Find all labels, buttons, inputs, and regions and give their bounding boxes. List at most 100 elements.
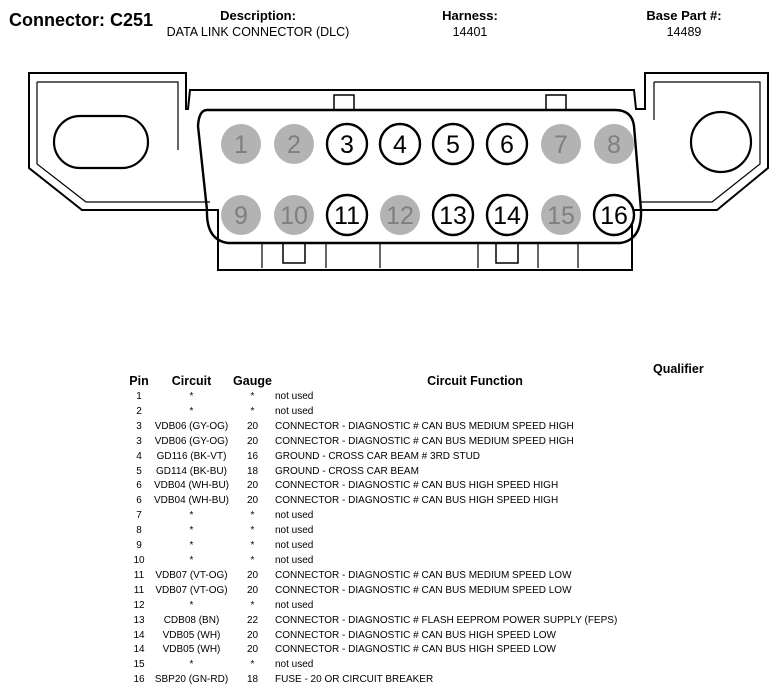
- gauge-cell: *: [250, 659, 255, 671]
- function-cell: CONNECTOR - DIAGNOSTIC # CAN BUS HIGH SP…: [275, 629, 556, 641]
- function-cell: not used: [275, 554, 314, 566]
- pin-number: 14: [493, 202, 521, 230]
- pin-circle: [431, 122, 475, 166]
- pin-circle: [541, 195, 581, 235]
- gauge-cell: 22: [246, 614, 259, 626]
- pin-circle: [594, 124, 634, 164]
- pin-cell: 2: [136, 405, 142, 417]
- table-row: 1**not used: [125, 390, 675, 405]
- function-cell: FUSE - 20 OR CIRCUIT BREAKER: [275, 674, 434, 686]
- pin-circle: [274, 195, 314, 235]
- table-row: 7**not used: [125, 509, 675, 524]
- pin-11: 11: [325, 193, 369, 237]
- pin-10: 10: [274, 195, 314, 235]
- pin-number: 3: [340, 131, 354, 159]
- harness-block: Harness: 14401: [420, 8, 520, 39]
- pin-cell: 14: [133, 629, 145, 641]
- pin-circle: [378, 122, 422, 166]
- base-part-block: Base Part #: 14489: [624, 8, 744, 39]
- gauge-cell: *: [250, 391, 255, 402]
- gauge-cell: *: [250, 540, 255, 552]
- gauge-cell: *: [250, 554, 255, 566]
- function-cell: not used: [275, 599, 314, 611]
- pin-6: 6: [485, 122, 529, 166]
- gauge-cell: 20: [246, 644, 259, 656]
- pin-number: 11: [334, 202, 360, 230]
- circuit-cell: *: [189, 540, 194, 552]
- gauge-cell: 20: [246, 569, 259, 581]
- circuit-cell: VDB04 (WH-BU): [153, 495, 229, 507]
- pin-4: 4: [378, 122, 422, 166]
- pin-cell: 10: [133, 554, 145, 566]
- pin-circle: [485, 122, 529, 166]
- table-row: 15 * * not used: [125, 658, 675, 673]
- gauge-cell: 18: [246, 674, 259, 686]
- circuit-cell: CDB08 (BN): [163, 614, 220, 626]
- circuit-cell: GD114 (BK-BU): [156, 465, 227, 477]
- harness-value: 14401: [452, 25, 488, 39]
- pin-cell: 11: [133, 584, 145, 596]
- function-cell: CONNECTOR - DIAGNOSTIC # CAN BUS MEDIUM …: [275, 435, 574, 447]
- gauge-cell: 20: [246, 435, 259, 447]
- circuit-cell: VDB07 (VT-OG): [155, 569, 228, 581]
- pin-number: 10: [280, 202, 308, 230]
- pin-cell: 11: [133, 569, 145, 581]
- pin-number: 4: [393, 131, 407, 159]
- function-cell: CONNECTOR - DIAGNOSTIC # CAN BUS MEDIUM …: [275, 569, 572, 581]
- pin-circle: [592, 193, 636, 237]
- gauge-cell: 20: [246, 480, 259, 492]
- function-cell: not used: [275, 525, 314, 537]
- circuit-cell: *: [189, 659, 194, 671]
- circuit-cell: SBP20 (GN-RD): [154, 674, 229, 686]
- pin-number: 6: [500, 131, 514, 159]
- pin-number: 12: [386, 202, 414, 230]
- pin-2: 2: [274, 124, 314, 164]
- function-cell: not used: [275, 659, 314, 671]
- circuit-cell: VDB05 (WH): [162, 644, 221, 656]
- gauge-cell: *: [250, 599, 255, 611]
- pin-table: Pin Circuit Gauge Circuit Function Quali…: [125, 362, 703, 688]
- harness-label: Harness:: [442, 8, 498, 23]
- pin-cell: 5: [136, 465, 142, 477]
- pin-14: 14: [485, 193, 529, 237]
- pin-cell: 3: [136, 435, 142, 447]
- table-row: 2**not used: [125, 405, 675, 420]
- function-cell: CONNECTOR - DIAGNOSTIC # CAN BUS MEDIUM …: [275, 420, 574, 432]
- function-cell: CONNECTOR - DIAGNOSTIC # CAN BUS HIGH SP…: [275, 644, 556, 656]
- pin-cell: 13: [133, 614, 145, 626]
- pin-cell: 9: [136, 540, 142, 552]
- gauge-cell: 20: [246, 584, 259, 596]
- pin-number: 16: [600, 202, 628, 230]
- circuit-cell: *: [189, 405, 194, 417]
- pin-circle: [221, 124, 261, 164]
- function-cell: CONNECTOR - DIAGNOSTIC # CAN BUS MEDIUM …: [275, 584, 572, 596]
- pin-9: 9: [221, 195, 261, 235]
- function-cell: not used: [275, 540, 314, 552]
- gauge-cell: 16: [246, 450, 259, 462]
- pin-circle: [485, 193, 529, 237]
- base-part-label: Base Part #:: [646, 8, 722, 23]
- header-function: Circuit Function: [427, 373, 523, 388]
- pin-7: 7: [541, 124, 581, 164]
- pin-13: 13: [431, 193, 475, 237]
- gauge-cell: 20: [246, 629, 259, 641]
- pin-1: 1: [221, 124, 261, 164]
- table-row: 8**not used: [125, 524, 675, 539]
- circuit-cell: *: [189, 599, 194, 611]
- description-value: DATA LINK CONNECTOR (DLC): [166, 25, 350, 39]
- gauge-cell: 18: [246, 465, 259, 477]
- pin-cell: 15: [133, 659, 145, 671]
- circuit-cell: VDB05 (WH): [162, 629, 221, 641]
- gauge-cell: 20: [246, 420, 259, 432]
- gauge-cell: 20: [246, 495, 259, 507]
- pin-number: 2: [287, 131, 301, 159]
